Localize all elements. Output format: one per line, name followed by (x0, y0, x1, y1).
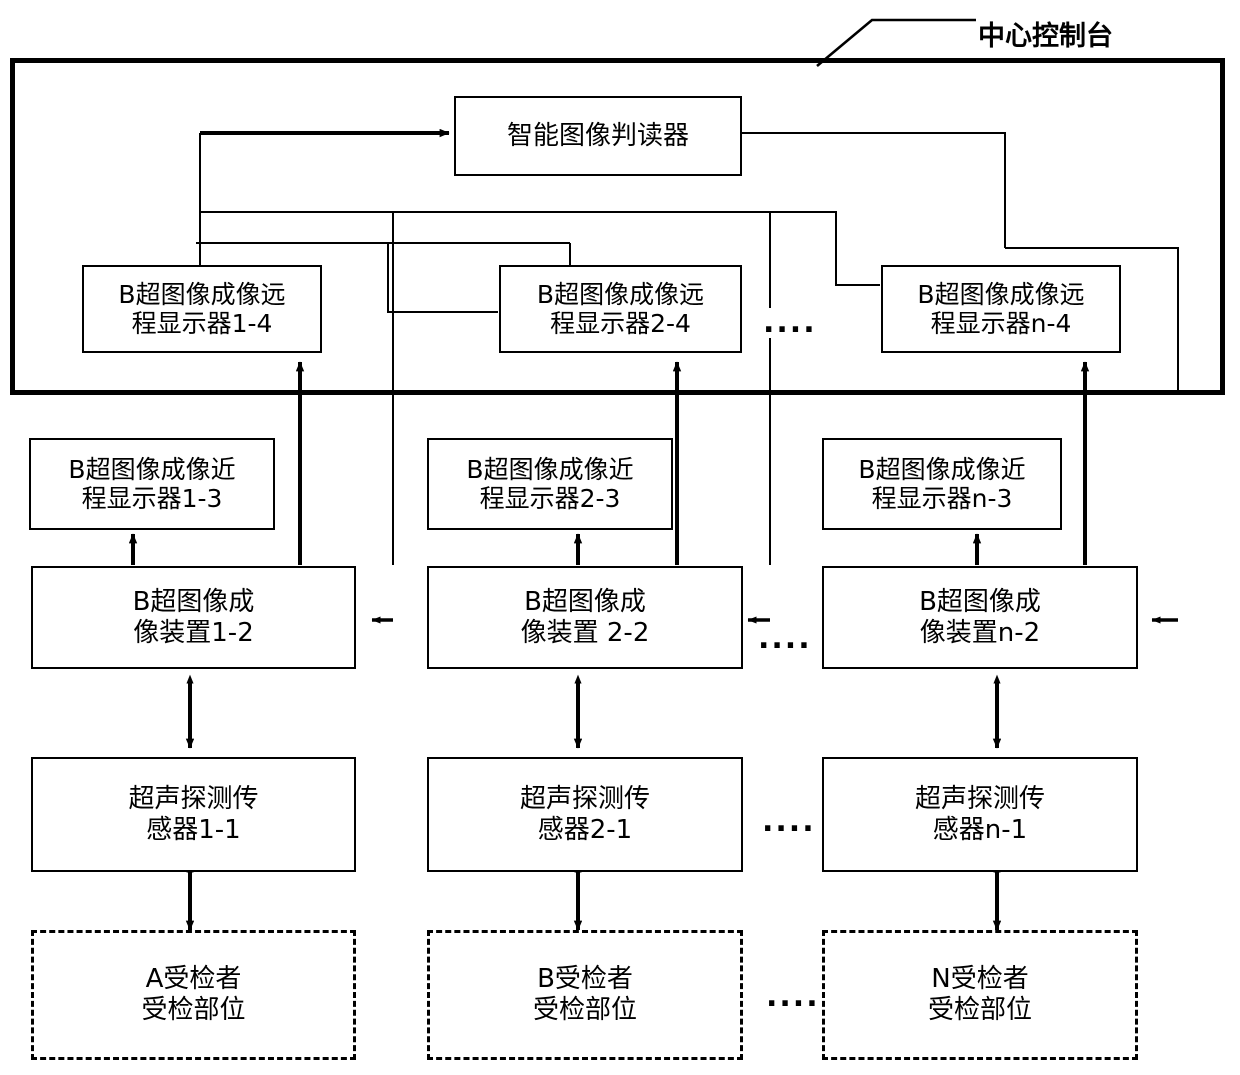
node-label: 超声探测传 感器n-1 (914, 783, 1045, 845)
node-label: B超图像成像近 程显示器2-3 (466, 454, 634, 514)
node-label: B超图像成像近 程显示器1-3 (68, 454, 236, 514)
node-label: B超图像成 像装置 2-2 (520, 586, 650, 648)
ellipsis-subject-row: .... (765, 979, 821, 1014)
node-label: 超声探测传 感器1-1 (128, 783, 259, 845)
node-label: B超图像成 像装置n-2 (919, 586, 1041, 648)
node-subject-a[interactable]: A受检者 受检部位 (31, 930, 356, 1060)
node-subject-b[interactable]: B受检者 受检部位 (427, 930, 743, 1060)
node-imaging-device-1-2[interactable]: B超图像成 像装置1-2 (31, 566, 356, 669)
node-label: A受检者 受检部位 (141, 964, 246, 1025)
node-label: N受检者 受检部位 (927, 964, 1032, 1025)
node-label: 智能图像判读器 (506, 120, 689, 151)
node-intelligent-image-interpreter[interactable]: 智能图像判读器 (454, 96, 742, 176)
node-label: B受检者 受检部位 (532, 964, 637, 1025)
node-imaging-device-2-2[interactable]: B超图像成 像装置 2-2 (427, 566, 743, 669)
node-subject-n[interactable]: N受检者 受检部位 (822, 930, 1138, 1060)
node-near-display-1-3[interactable]: B超图像成像近 程显示器1-3 (29, 438, 275, 530)
node-near-display-2-3[interactable]: B超图像成像近 程显示器2-3 (427, 438, 673, 530)
node-sensor-n-1[interactable]: 超声探测传 感器n-1 (822, 757, 1138, 872)
node-label: B超图像成像远 程显示器2-4 (536, 279, 705, 339)
node-remote-display-2-4[interactable]: B超图像成像远 程显示器2-4 (499, 265, 742, 353)
ellipsis-imaging-device-row: .... (757, 621, 813, 656)
node-label: B超图像成像近 程显示器n-3 (858, 454, 1026, 514)
node-remote-display-1-4[interactable]: B超图像成像远 程显示器1-4 (82, 265, 322, 353)
node-imaging-device-n-2[interactable]: B超图像成 像装置n-2 (822, 566, 1138, 669)
ellipsis-sensor-row: .... (761, 804, 817, 839)
node-sensor-2-1[interactable]: 超声探测传 感器2-1 (427, 757, 743, 872)
node-label: 超声探测传 感器2-1 (519, 783, 650, 845)
node-near-display-n-3[interactable]: B超图像成像近 程显示器n-3 (822, 438, 1062, 530)
node-sensor-1-1[interactable]: 超声探测传 感器1-1 (31, 757, 356, 872)
node-label: B超图像成 像装置1-2 (132, 586, 255, 648)
node-remote-display-n-4[interactable]: B超图像成像远 程显示器n-4 (881, 265, 1121, 353)
central-console-frame (10, 58, 1225, 395)
node-label: B超图像成像远 程显示器n-4 (917, 279, 1085, 339)
central-console-title: 中心控制台 (978, 21, 1113, 52)
node-label: B超图像成像远 程显示器1-4 (118, 279, 286, 339)
ellipsis-remote-display-row: .... (762, 305, 818, 340)
